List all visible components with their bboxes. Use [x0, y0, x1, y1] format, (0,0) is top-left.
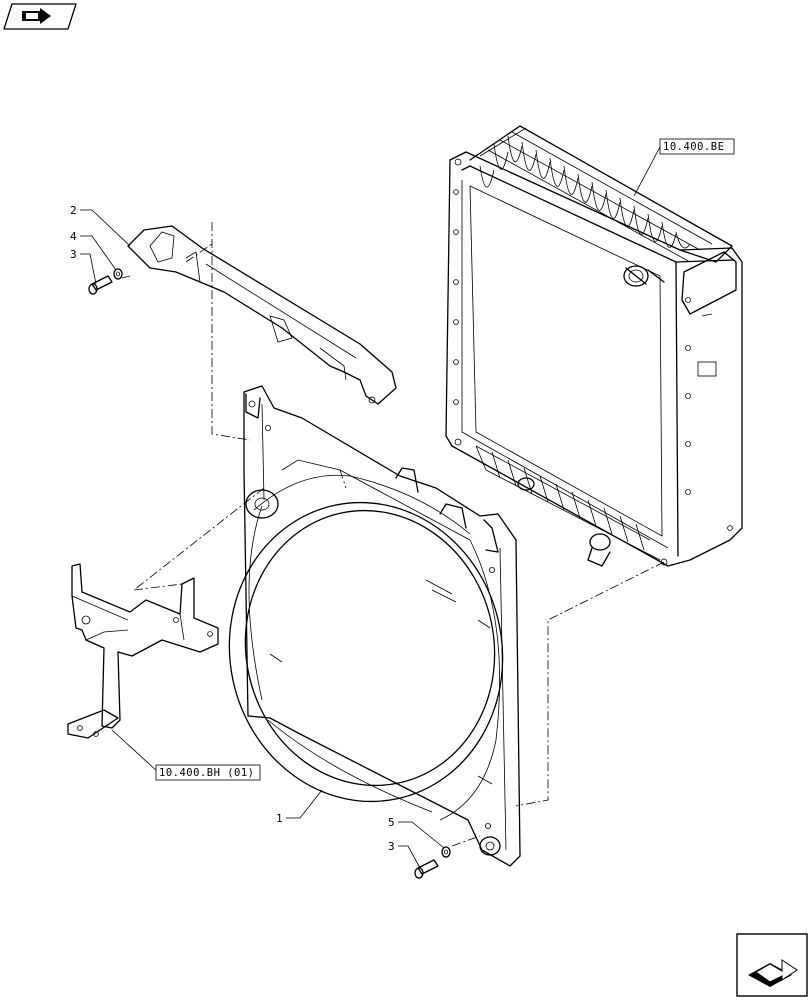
callout-5: 5	[388, 816, 395, 829]
washer-upper	[113, 268, 123, 280]
support-bracket	[67, 563, 219, 739]
bolt-lower	[414, 859, 439, 879]
svg-text:10.400.BE: 10.400.BE	[663, 141, 724, 153]
reference-bracket[interactable]: 10.400.BH (01)	[111, 729, 261, 781]
callout-4: 4	[70, 230, 77, 243]
assembly-lines	[121, 222, 665, 847]
reference-radiator[interactable]: 10.400.BE	[633, 138, 735, 197]
upper-shroud-bracket	[127, 225, 397, 405]
fan-shroud	[228, 385, 521, 867]
callout-1: 1	[276, 812, 283, 825]
callout-3-upper: 3	[70, 248, 77, 261]
callout-3-lower: 3	[388, 840, 395, 853]
bolt-upper	[88, 275, 113, 295]
svg-text:10.400.BH (01): 10.400.BH (01)	[159, 767, 255, 779]
callout-2: 2	[70, 204, 77, 217]
radiator	[445, 125, 743, 567]
leader-lines	[80, 209, 445, 869]
next-page-arrow-icon[interactable]	[736, 933, 808, 997]
washer-lower	[441, 846, 451, 858]
book-arrow-icon[interactable]	[3, 3, 77, 30]
